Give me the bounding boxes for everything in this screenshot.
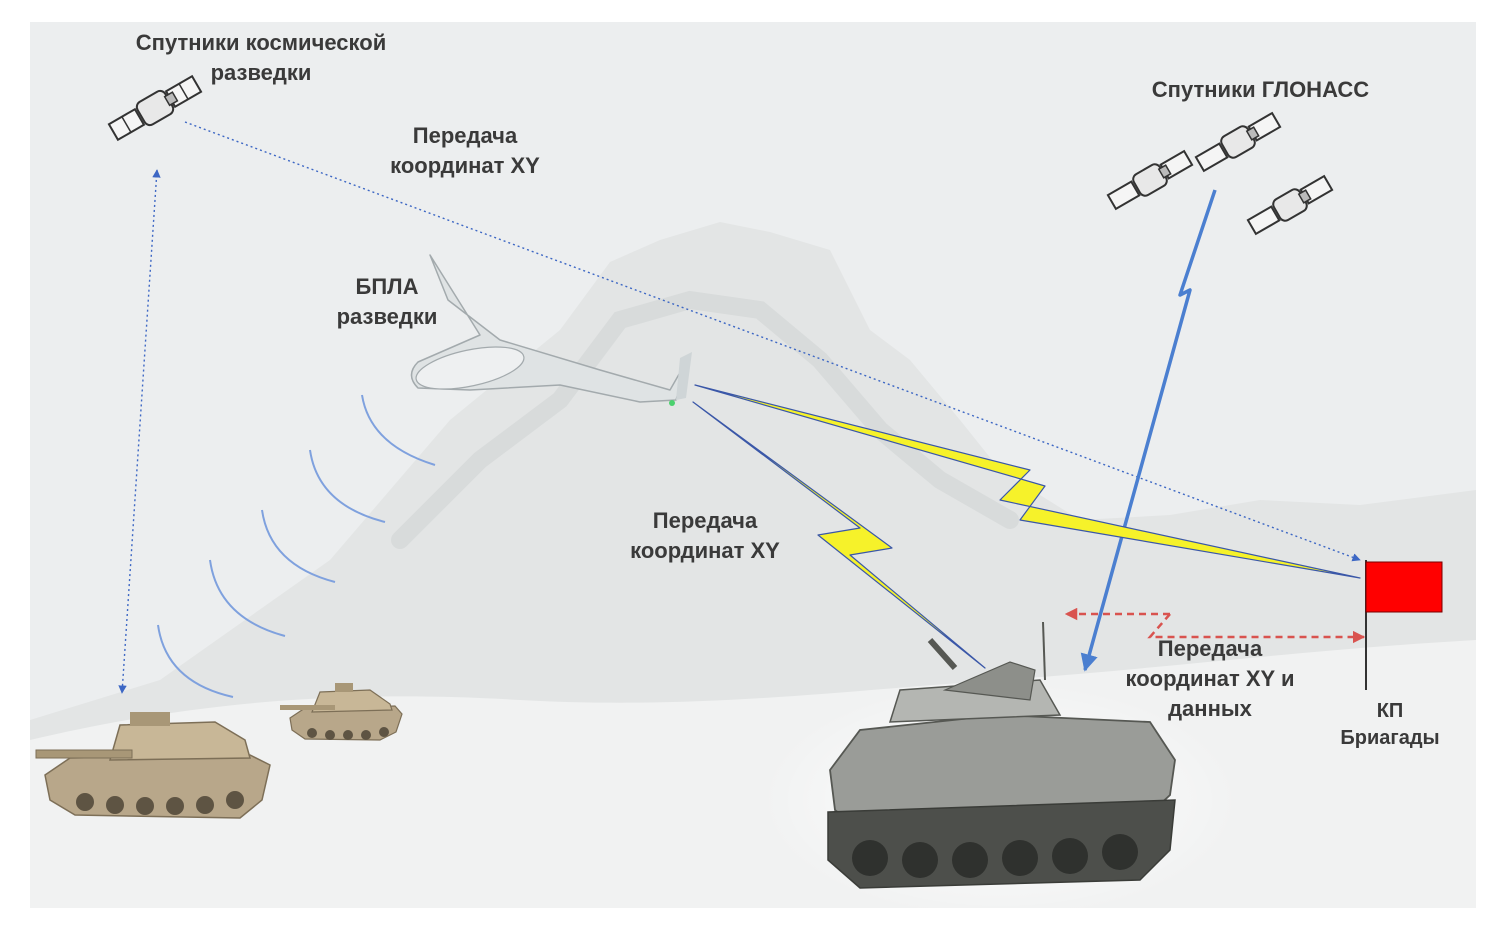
label-coord-transfer-top-line2: координат XY xyxy=(390,153,540,178)
satellite-to-cp-link xyxy=(184,121,1361,562)
tank-icon xyxy=(280,683,403,741)
satellite-to-tank-link xyxy=(118,169,161,694)
uav-to-cp-lightning xyxy=(694,384,1361,579)
tank-icon xyxy=(35,712,271,819)
label-uav-line2: разведки xyxy=(336,304,438,329)
label-recon-satellites: Спутники космической разведки xyxy=(100,28,422,88)
ifv-icon xyxy=(827,621,1176,889)
label-command-post-line2: Бриагады xyxy=(1340,727,1440,749)
label-coord-transfer-top: Передача координат XY xyxy=(360,121,570,181)
label-coord-data-transfer-line1: Передача xyxy=(1157,636,1263,661)
glonass-link xyxy=(1080,189,1217,672)
label-glonass-satellites-text: Спутники ГЛОНАСС xyxy=(1151,77,1370,102)
label-coord-transfer-mid-line1: Передача xyxy=(652,508,758,533)
label-glonass-satellites: Спутники ГЛОНАСС xyxy=(1118,75,1403,105)
label-coord-transfer-mid: Передача координат XY xyxy=(600,506,810,566)
satellite-icon xyxy=(107,74,203,142)
label-coord-data-transfer-line3: данных xyxy=(1168,696,1252,721)
mountain-ridge xyxy=(391,290,1019,549)
label-uav-line1: БПЛА xyxy=(355,274,419,299)
label-recon-satellites-line2: разведки xyxy=(210,60,312,85)
uav-signal-arcs xyxy=(157,394,436,698)
label-command-post: КП Бриагады xyxy=(1320,698,1460,752)
label-uav: БПЛА разведки xyxy=(322,272,452,332)
satellite-icon xyxy=(1106,149,1194,211)
ifv-cp-data-exchange-2 xyxy=(1147,613,1366,644)
flag-icon xyxy=(1365,560,1443,690)
label-coord-data-transfer-line2: координат XY и xyxy=(1125,666,1295,691)
label-recon-satellites-line1: Спутники космической xyxy=(135,30,387,55)
satellite-icon xyxy=(1246,174,1334,236)
satellite-icon xyxy=(1194,111,1282,173)
label-coord-data-transfer: Передача координат XY и данных xyxy=(1090,634,1330,724)
label-coord-transfer-top-line1: Передача xyxy=(412,123,518,148)
label-coord-transfer-mid-line2: координат XY xyxy=(630,538,780,563)
uav-icon xyxy=(410,254,692,406)
label-command-post-line1: КП xyxy=(1376,700,1404,722)
uav-to-ifv-lightning xyxy=(692,401,986,669)
